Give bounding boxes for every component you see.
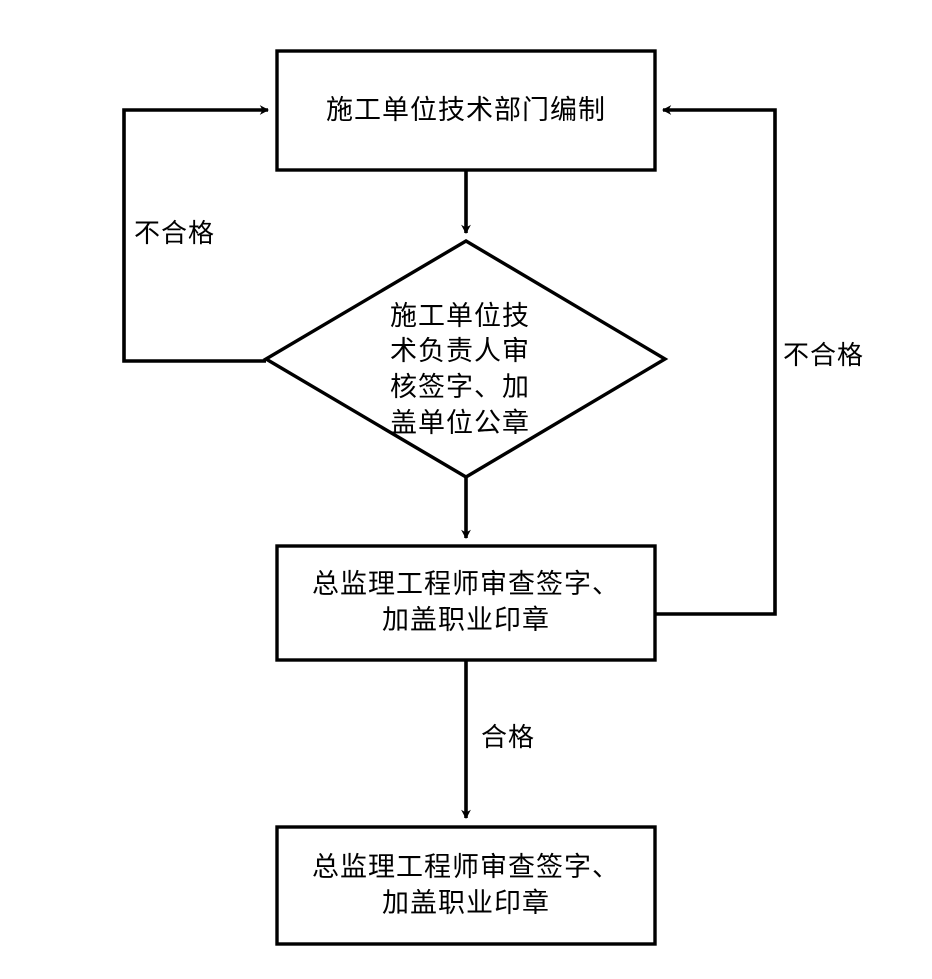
edge-review-reject-right-line xyxy=(656,105,777,616)
edge-decision-reject-left-line xyxy=(122,105,269,363)
node-decision-shape xyxy=(262,239,669,479)
node-prepare-shape xyxy=(275,49,657,172)
edge-label-reject-right: 不合格 xyxy=(783,341,865,370)
node-chief-supervisor-review-shape xyxy=(275,544,657,662)
node-chief-supervisor-final-shape xyxy=(275,825,657,946)
edge-label-pass: 合格 xyxy=(481,723,536,752)
edge-label-reject-left: 不合格 xyxy=(134,219,216,248)
